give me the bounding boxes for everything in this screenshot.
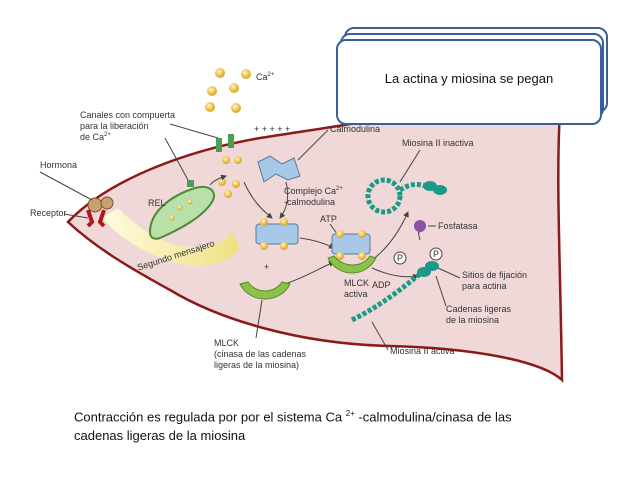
- plus-single: +: [264, 262, 269, 272]
- calmodulin-shape: [257, 155, 301, 183]
- adp-label: ADP: [372, 280, 391, 290]
- mlck-label-3: ligeras de la miosina): [214, 360, 299, 370]
- myosin-inactive: [365, 177, 447, 215]
- miosina-activa-label: Miosina II activa: [390, 346, 455, 356]
- plus-signs: + + + + +: [254, 124, 290, 134]
- receptor-label: Receptor: [30, 208, 67, 218]
- atp-label: ATP: [320, 214, 337, 224]
- second-messenger-band: [102, 208, 240, 266]
- ca-calmodulin-complex: [255, 218, 299, 250]
- cadenas-label-1: Cadenas ligeras: [446, 304, 512, 314]
- myosin-active: [350, 261, 439, 323]
- mlck-label-1: MLCK: [214, 338, 239, 348]
- mlck-active-complex: [327, 230, 377, 274]
- canales-label-3: de Ca2+: [80, 132, 111, 142]
- cadenas-label-2: de la miosina: [446, 315, 499, 325]
- p2-label: P: [433, 249, 439, 259]
- complejo-label-1: Complejo Ca2+: [284, 186, 343, 196]
- calmodulina-label: Calmodulina: [330, 124, 380, 134]
- caption-part1: Contracción es regulada por por el siste…: [74, 409, 346, 425]
- caption-part2: -calmodulina/cinasa de las cadenas liger…: [74, 409, 512, 444]
- mlck-activa-label-2: activa: [344, 289, 368, 299]
- fosfatasa-label: Fosfatasa: [438, 221, 478, 231]
- sitios-label-2: para actina: [462, 281, 507, 291]
- p1-label: P: [397, 253, 403, 263]
- caption: Contracción es regulada por por el siste…: [74, 404, 554, 445]
- callout-text: La actina y miosina se pegan: [384, 71, 554, 86]
- caption-sup: 2+: [345, 409, 355, 418]
- callout-box: La actina y miosina se pegan: [336, 39, 602, 125]
- sitios-label-1: Sitios de fijación: [462, 270, 527, 280]
- rel-label: REL: [148, 198, 166, 208]
- hormona-label: Hormona: [40, 160, 77, 170]
- phosphate-1: [393, 251, 407, 265]
- phosphatase-shape: [414, 220, 426, 232]
- receptor-shape: [86, 209, 106, 228]
- receptor-group: [86, 196, 114, 228]
- ca-label: Ca2+: [256, 72, 275, 82]
- channel-left: [216, 138, 222, 152]
- complejo-label-2: -calmodulina: [284, 197, 335, 207]
- miosina-inactiva-label: Miosina II inactiva: [402, 138, 474, 148]
- phosphate-2: [429, 247, 443, 261]
- channel-right: [228, 134, 234, 148]
- canales-label-1: Canales con compuerta: [80, 110, 175, 120]
- rel-channel: [187, 180, 194, 187]
- canales-label-2: para la liberación: [80, 121, 149, 131]
- mlck-activa-label-1: MLCK: [344, 278, 369, 288]
- mlck-label-2: (cinasa de las cadenas: [214, 349, 307, 359]
- mlck-inactive-shape: [239, 281, 291, 300]
- hormone-ball-2: [100, 196, 114, 210]
- rel-organelle: [148, 186, 215, 240]
- cell-body: [66, 58, 564, 383]
- hormone-ball: [87, 197, 103, 213]
- calcium-cluster: [205, 68, 251, 113]
